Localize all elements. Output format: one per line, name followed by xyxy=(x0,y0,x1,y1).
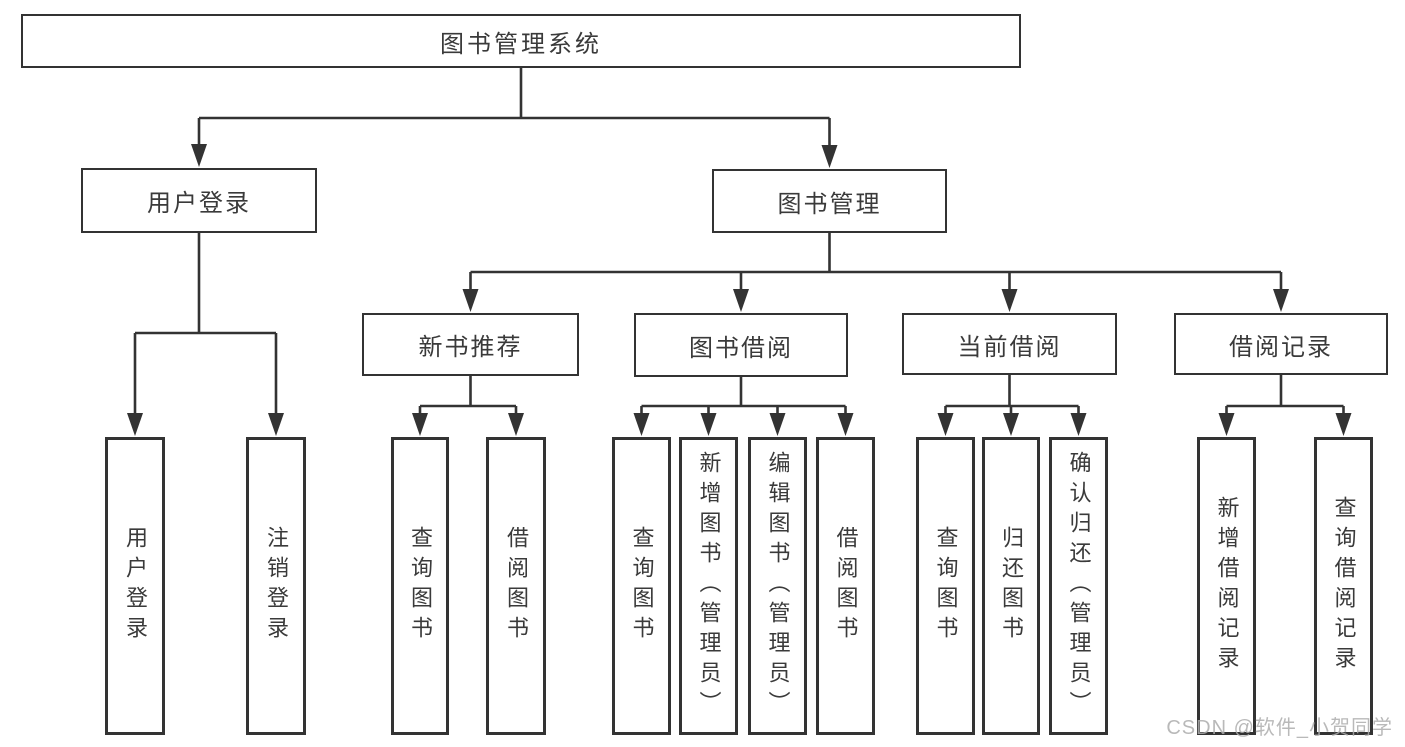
leaf-borrow-books: 借阅图书 xyxy=(486,437,546,735)
leaf-logout: 注销登录 xyxy=(246,437,306,735)
leaf-query-books: 查询图书 xyxy=(612,437,671,735)
node-book-borrowing: 图书借阅 xyxy=(634,313,848,377)
csdn-watermark: CSDN @软件_小贺同学 xyxy=(1166,717,1393,739)
node-book-management-system: 图书管理系统 xyxy=(21,14,1021,68)
node-label: 查询借阅记录 xyxy=(1331,496,1357,676)
leaf-add-book-admin: 新增图书（管理员） xyxy=(679,437,738,735)
node-current-borrowing: 当前借阅 xyxy=(902,313,1117,375)
node-new-book-recommendation: 新书推荐 xyxy=(362,313,579,376)
leaf-return-books: 归还图书 xyxy=(982,437,1040,735)
node-label: 图书借阅 xyxy=(689,334,793,362)
node-label: 借阅记录 xyxy=(1229,333,1333,361)
node-user-login: 用户登录 xyxy=(81,168,317,233)
leaf-add-borrow-record: 新增借阅记录 xyxy=(1197,437,1256,735)
node-label: 注销登录 xyxy=(264,526,289,646)
leaf-query-borrow-record: 查询借阅记录 xyxy=(1314,437,1373,735)
leaf-query-books: 查询图书 xyxy=(391,437,449,735)
leaf-query-books: 查询图书 xyxy=(916,437,975,735)
node-label: 新书推荐 xyxy=(418,334,523,361)
node-label: 查询图书 xyxy=(408,526,433,646)
node-label: 新增图书（管理员） xyxy=(696,451,722,721)
node-label: 借阅图书 xyxy=(504,526,529,646)
node-label: 借阅图书 xyxy=(833,526,859,646)
node-label: 确认归还（管理员） xyxy=(1066,451,1092,721)
node-label: 新增借阅记录 xyxy=(1214,496,1240,676)
node-label: 用户登录 xyxy=(147,190,251,217)
leaf-user-login: 用户登录 xyxy=(105,437,165,735)
node-label: 图书管理 xyxy=(777,190,882,218)
node-label: 用户登录 xyxy=(123,526,148,646)
node-label: 查询图书 xyxy=(629,526,655,646)
node-label: 归还图书 xyxy=(999,526,1024,646)
leaf-confirm-return-admin: 确认归还（管理员） xyxy=(1049,437,1108,735)
node-label: 图书管理系统 xyxy=(440,30,602,58)
node-book-management: 图书管理 xyxy=(712,169,947,233)
node-label: 编辑图书（管理员） xyxy=(765,451,791,721)
node-label: 当前借阅 xyxy=(957,333,1062,361)
leaf-borrow-books: 借阅图书 xyxy=(816,437,875,735)
leaf-edit-book-admin: 编辑图书（管理员） xyxy=(748,437,807,735)
node-label: 查询图书 xyxy=(933,526,959,646)
node-borrowing-records: 借阅记录 xyxy=(1174,313,1388,375)
